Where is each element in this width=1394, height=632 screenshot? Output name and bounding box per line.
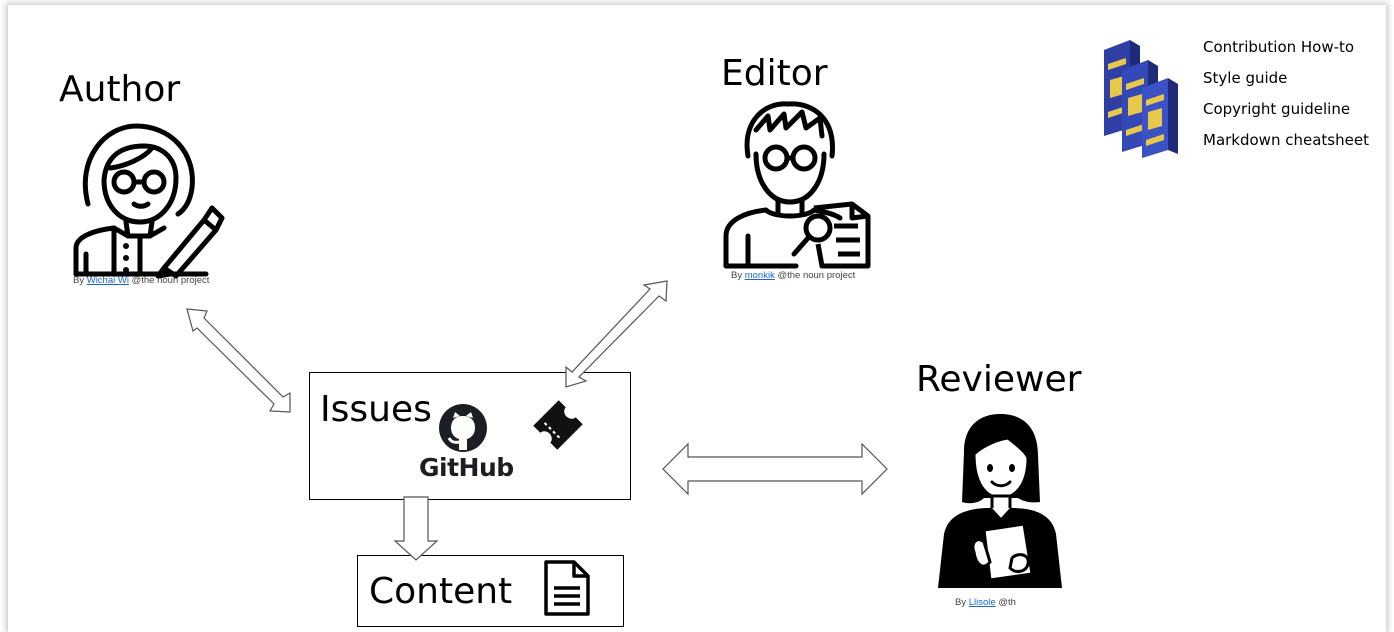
- author-label: Author: [59, 69, 181, 110]
- books-icon: [1104, 40, 1178, 158]
- reviewer-credit: By Llisole @th: [955, 597, 1016, 608]
- resource-link-contribution-how-to[interactable]: Contribution How-to: [1203, 38, 1355, 56]
- ticket-icon[interactable]: [532, 396, 584, 454]
- author-issues-arrow: [186, 308, 291, 413]
- editor-icon: [723, 101, 871, 269]
- editor-credit-by: By: [731, 270, 743, 281]
- resource-links: Contribution How-to Style guide Copyrigh…: [1203, 32, 1369, 156]
- issues-content-arrow: [393, 496, 439, 561]
- editor-label: Editor: [721, 53, 828, 94]
- reviewer-icon: [938, 414, 1062, 588]
- reviewer-label: Reviewer: [916, 359, 1082, 400]
- resource-link-style-guide[interactable]: Style guide: [1203, 69, 1288, 87]
- issues-label: Issues: [320, 389, 432, 430]
- github-wordmark: GitHub: [419, 453, 514, 482]
- editor-credit: By monkik @the noun project: [731, 270, 855, 281]
- editor-credit-rest: @the noun project: [777, 270, 856, 281]
- reviewer-credit-link[interactable]: Llisole: [968, 597, 996, 608]
- author-credit: By Wichai Wi @the noun project: [73, 275, 209, 286]
- github-octocat-icon[interactable]: [433, 402, 493, 454]
- document-icon: [544, 560, 590, 616]
- content-label: Content: [369, 571, 513, 612]
- resource-link-copyright-guideline[interactable]: Copyright guideline: [1203, 100, 1351, 118]
- reviewer-credit-rest: @th: [998, 597, 1016, 608]
- resource-link-markdown-cheatsheet[interactable]: Markdown cheatsheet: [1203, 131, 1369, 149]
- author-icon: [73, 123, 225, 279]
- editor-credit-link[interactable]: monkik: [744, 270, 775, 281]
- author-credit-link[interactable]: Wichai Wi: [86, 275, 129, 286]
- author-credit-rest: @the noun project: [131, 275, 210, 286]
- author-credit-by: By: [73, 275, 85, 286]
- issues-reviewer-arrow: [662, 442, 888, 496]
- reviewer-credit-by: By: [955, 597, 967, 608]
- editor-issues-arrow: [565, 280, 668, 388]
